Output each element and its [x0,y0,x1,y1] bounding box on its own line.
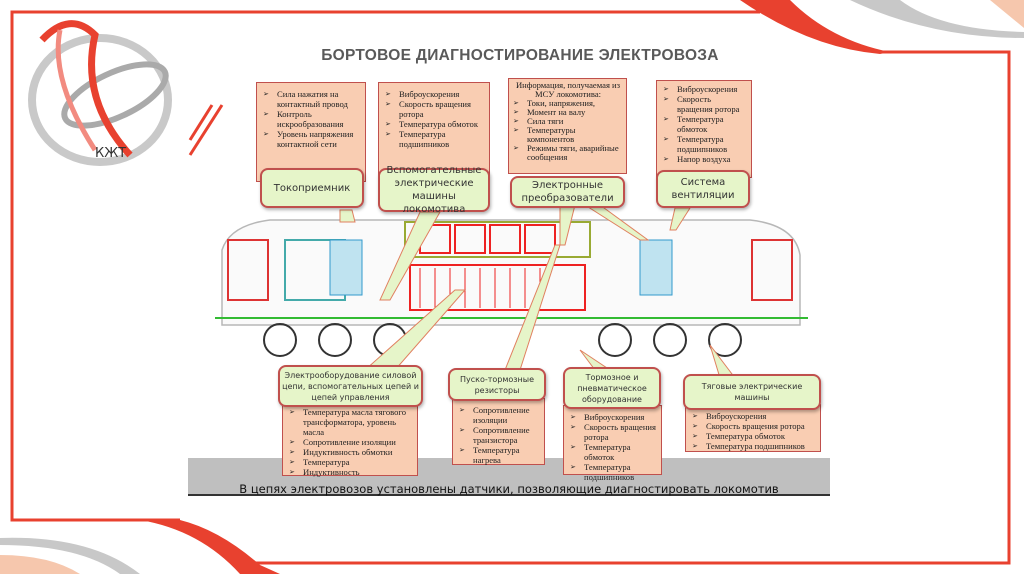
traction-motors-params-list: ВиброускоренияСкорость вращения ротораТе… [685,404,821,452]
list-item: Уровень напряжения контактной сети [263,129,361,149]
list-item: Виброускорения [692,411,816,421]
power-circuit-label: Электрооборудование силовой цепи, вспомо… [278,365,423,407]
locomotive-diagram [215,204,808,379]
list-item: Контроль искрообразования [263,109,361,129]
ventilation-label: Система вентиляции [656,170,750,208]
resistors-label: Пуско-тормозные резисторы [448,368,546,401]
converters-params-list: Информация, получаемая из МСУ локомотива… [508,78,627,174]
aux-machines-params-list: ВиброускоренияСкорость вращения ротораТе… [378,82,490,182]
list-item: Сила нажатия на контактный провод [263,89,361,109]
brake-params-list: ВиброускоренияСкорость вращения ротораТе… [563,405,662,482]
list-item: Напор воздуха [663,154,747,164]
list-item: Температура нагрева [459,445,540,465]
list-item: Виброускорения [570,412,657,422]
list-item: Температура подшипников [663,134,747,154]
list-item: Скорость вращения ротора [692,421,816,431]
ventilation-params-list: ВиброускоренияСкорость вращения ротораТе… [656,80,752,178]
list-item: Температура обмоток [663,114,747,134]
small-red-slashes [188,104,224,156]
list-item: Скорость вращения ротора [385,99,485,119]
footer-caption: В цепях электровозов установлены датчики… [239,482,779,496]
list-item: Индуктивность обмотки [289,447,413,457]
slide-frame [10,10,1011,565]
list-item: Температура обмоток [692,431,816,441]
list-item: Температура подшипников [692,441,816,451]
converters-label: Электронные преобразователи [510,176,625,208]
svg-text:КЖТ: КЖТ [95,146,126,161]
list-item: Сопротивление изоляции [459,405,540,425]
list-item: Индуктивность [289,467,413,477]
list-item: Виброускорения [663,84,747,94]
list-header: Информация, получаемая из МСУ локомотива… [515,80,621,99]
list-item: Температура масла тягового трансформатор… [289,407,413,437]
list-item: Температура подшипников [385,129,485,149]
top-right-stripes [740,0,1024,54]
list-item: Режимы тяги, аварийные сообщения [513,144,623,162]
resistors-params-list: Сопротивление изоляцииСопротивление тран… [452,398,545,465]
list-item: Момент на валу [513,108,623,118]
list-item: Температура обмоток [570,442,657,462]
list-item: Температура обмоток [385,119,485,129]
college-logo: КЖТ [28,20,172,166]
pantograph-label: Токоприемник [260,168,364,208]
list-item: Сила тяги [513,117,623,127]
bottom-left-stripes [0,520,280,574]
list-item: Скорость вращения ротора [570,422,657,442]
list-item: Температуры компонентов [513,126,623,144]
list-item: Сопротивление транзистора [459,425,540,445]
list-item: Температура [289,457,413,467]
pantograph-params-list: Сила нажатия на контактный проводКонтрол… [256,82,366,182]
traction-motors-label: Тяговые электрические машины [683,374,821,410]
list-item: Температура подшипников [570,462,657,482]
aux-machines-label: Вспомогательные электрические машины лок… [378,165,490,215]
list-item: Сопротивление изоляции [289,437,413,447]
brake-label: Тормозное и пневматическое оборудование [563,367,661,409]
list-item: Виброускорения [385,89,485,99]
power-circuit-params-list: Температура масла тягового трансформатор… [282,400,418,477]
slide-title: БОРТОВОЕ ДИАГНОСТИРОВАНИЕ ЭЛЕКТРОВОЗА [321,47,719,64]
list-item: Токи, напряжения, [513,99,623,109]
list-item: Скорость вращения ротора [663,94,747,114]
